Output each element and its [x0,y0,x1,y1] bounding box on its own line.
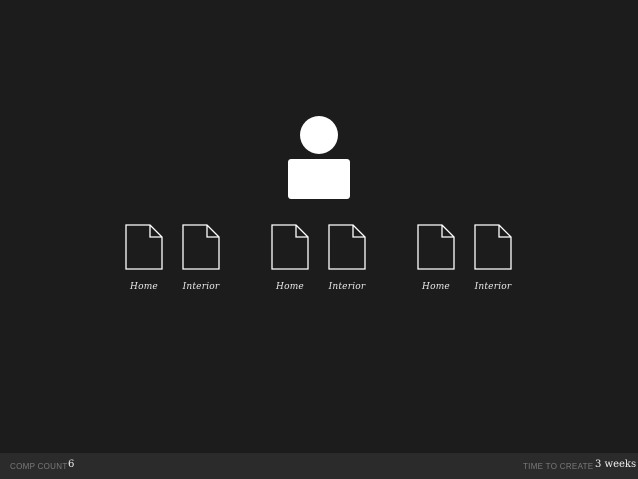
document-icon [271,224,309,270]
time-to-create-label: TIME TO CREATE [523,462,594,471]
diagram-canvas: Home Interior Home Interior Home Interio… [125,116,512,292]
comp-count-value: 6 [68,459,75,470]
document-icon [125,224,163,270]
page-label: Interior [182,282,220,292]
page-label: Interior [328,282,366,292]
comp-count-label: COMP COUNT [10,462,68,471]
time-to-create-value: 3 weeks [595,459,637,470]
document-icon [328,224,366,270]
page-label: Interior [474,282,512,292]
footer-bar: COMP COUNT 6 TIME TO CREATE 3 weeks [0,453,638,479]
page-label: Home [130,282,158,292]
document-icon [417,224,455,270]
user-icon [288,116,350,199]
page-label: Home [422,282,450,292]
page-label: Home [276,282,304,292]
document-icon [182,224,220,270]
document-icon [474,224,512,270]
